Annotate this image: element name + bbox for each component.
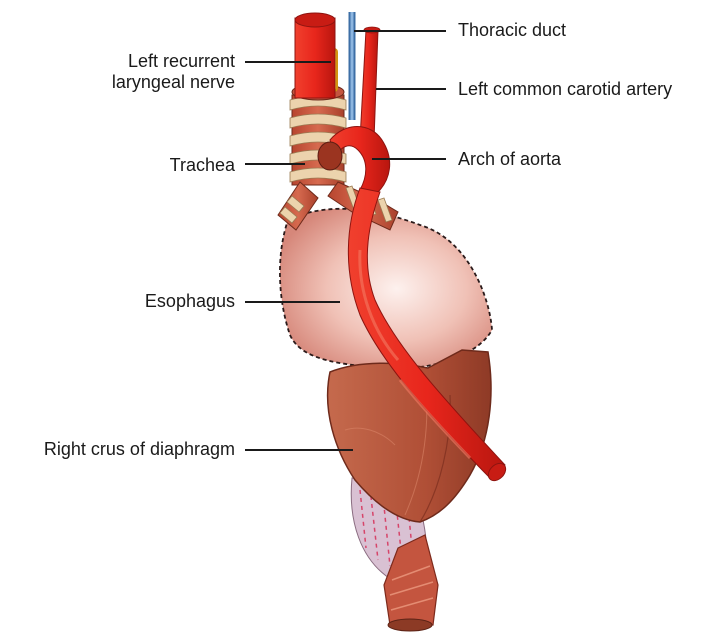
leader-laryngeal-nerve — [245, 61, 331, 63]
leader-trachea — [245, 163, 305, 165]
label-esophagus: Esophagus — [60, 291, 235, 312]
label-left-common-carotid-artery: Left common carotid artery — [458, 79, 672, 100]
leader-carotid — [376, 88, 446, 90]
left-common-carotid — [360, 30, 378, 140]
leader-thoracic-duct — [354, 30, 446, 32]
label-thoracic-duct: Thoracic duct — [458, 20, 566, 41]
leader-right-crus — [245, 449, 353, 451]
label-arch-of-aorta: Arch of aorta — [458, 149, 561, 170]
leader-arch-of-aorta — [372, 158, 446, 160]
leader-esophagus — [245, 301, 340, 303]
upper-artery-left — [295, 13, 335, 98]
label-laryngeal-line1: Left recurrent — [60, 51, 235, 72]
label-left-recurrent-laryngeal-nerve: Left recurrent laryngeal nerve — [60, 51, 235, 93]
label-right-crus-of-diaphragm: Right crus of diaphragm — [0, 439, 235, 460]
label-laryngeal-line2: laryngeal nerve — [60, 72, 235, 93]
label-trachea: Trachea — [60, 155, 235, 176]
